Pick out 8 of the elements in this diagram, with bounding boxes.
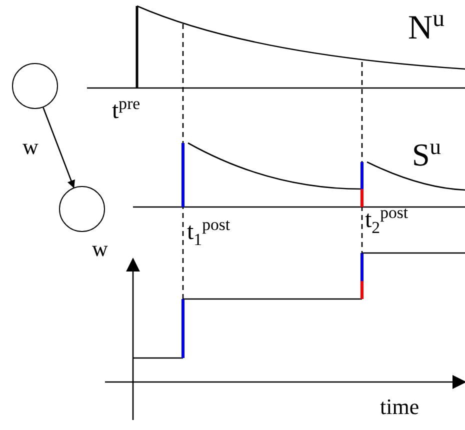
axis-label: time [380,396,420,418]
circle-node [59,186,105,232]
axis-label: w [92,238,108,260]
trace-label: S$^{u}$ [412,136,441,171]
circle-node [12,63,58,109]
time-label: t$^{pre}$ [112,96,140,123]
trace-label: N$^{u}$ [408,8,444,46]
arrow [42,107,75,188]
